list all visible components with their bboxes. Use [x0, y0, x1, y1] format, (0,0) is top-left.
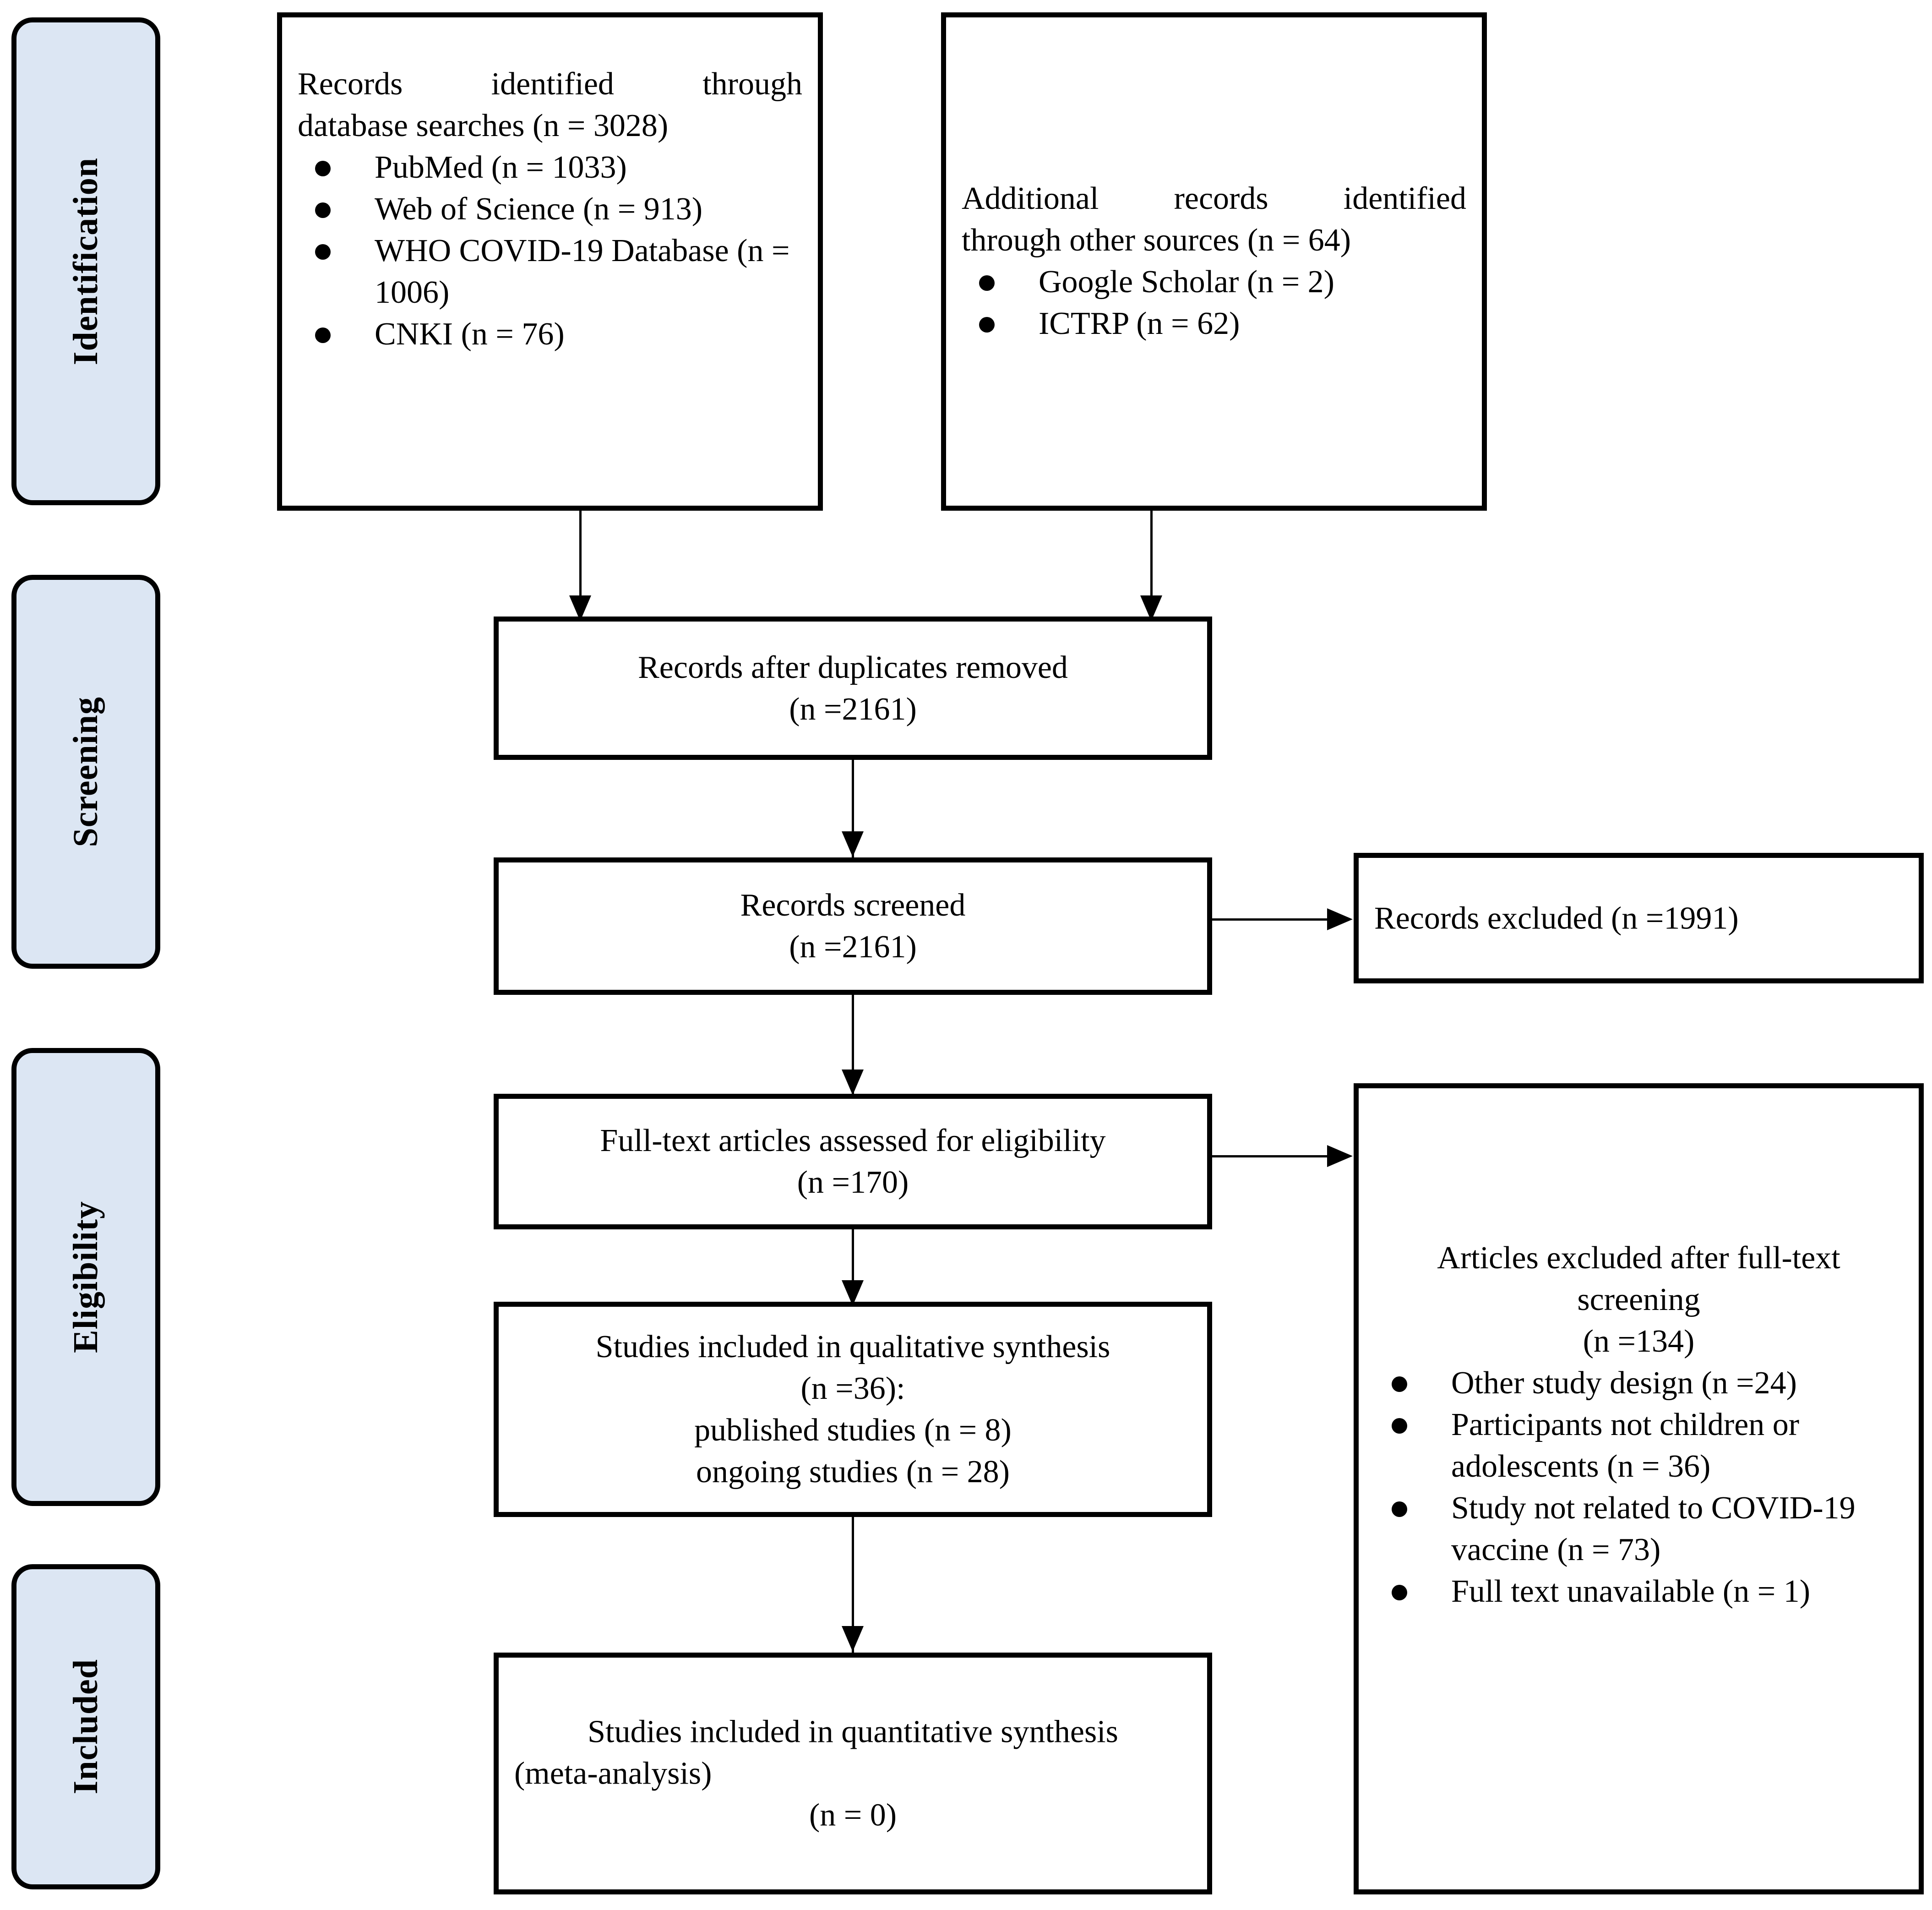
records-excluded-line1: Records excluded (n =1991) [1374, 900, 1739, 936]
stage-label-identification: Identification [11, 17, 160, 505]
qualitative-line3: published studies (n = 8) [694, 1413, 1012, 1448]
qualitative-line2: (n =36): [800, 1371, 905, 1406]
db-heading-line1: Records identified through [298, 66, 802, 102]
arrow-duplicates-to-screened [842, 831, 864, 857]
connector-fulltext-to-articles-excluded [1212, 1155, 1330, 1157]
list-item: Study not related to COVID-19 vaccine (n… [1374, 1487, 1903, 1571]
duplicates-line1: Records after duplicates removed [638, 649, 1068, 685]
arrow-fulltext-to-articles-excluded [1327, 1145, 1353, 1167]
fulltext-line2: (n =170) [797, 1165, 909, 1200]
connector-fulltext-to-qualitative [852, 1229, 854, 1310]
list-item: CNKI (n = 76) [298, 313, 802, 355]
quantitative-line3: (n = 0) [809, 1797, 897, 1833]
connector-duplicates-to-screened [852, 760, 854, 861]
connector-screened-to-excluded [1212, 918, 1330, 921]
db-heading-line2: database searches (n = 3028) [298, 108, 669, 143]
duplicates-line2: (n =2161) [789, 691, 917, 727]
stage-label-eligibility: Eligibility [11, 1048, 160, 1506]
list-item: Other study design (n =24) [1374, 1362, 1903, 1404]
stage-label-included: Included [11, 1564, 160, 1889]
stage-label-screening-text: Screening [66, 696, 105, 847]
arrow-screened-to-excluded [1327, 908, 1353, 930]
box-articles-excluded-after-fulltext: Articles excluded after full-text screen… [1354, 1083, 1924, 1894]
fulltext-line1: Full-text articles assessed for eligibil… [600, 1123, 1106, 1158]
box-quantitative-synthesis: Studies included in quantitative synthes… [494, 1653, 1212, 1894]
box-records-screened: Records screened (n =2161) [494, 857, 1212, 995]
box-additional-records-other-sources: Additional records identified through ot… [941, 12, 1487, 511]
other-heading-line1: Additional records identified [962, 181, 1466, 216]
list-item: Participants not children or adolescents… [1374, 1404, 1903, 1487]
list-item: PubMed (n = 1033) [298, 147, 802, 188]
box-records-excluded: Records excluded (n =1991) [1354, 853, 1924, 983]
articles-excluded-line1: Articles excluded after full-text [1437, 1240, 1840, 1276]
screened-line2: (n =2161) [789, 929, 917, 965]
db-source-list: PubMed (n = 1033) Web of Science (n = 91… [298, 147, 802, 355]
box-records-identified-database: Records identified through database sear… [277, 12, 823, 511]
box-qualitative-synthesis: Studies included in qualitative synthesi… [494, 1302, 1212, 1517]
list-item: Web of Science (n = 913) [298, 188, 802, 230]
list-item: WHO COVID-19 Database (n = 1006) [298, 230, 802, 313]
other-heading-line2: through other sources (n = 64) [962, 223, 1351, 258]
arrow-qualitative-to-quantitative [842, 1626, 864, 1652]
quantitative-line1: Studies included in quantitative synthes… [588, 1714, 1118, 1750]
stage-label-eligibility-text: Eligibility [66, 1201, 105, 1353]
arrow-fulltext-to-qualitative [842, 1280, 864, 1306]
connector-other-to-duplicates [1150, 511, 1153, 628]
screened-line1: Records screened [740, 888, 966, 923]
connector-qualitative-to-quantitative [852, 1517, 854, 1654]
articles-excluded-line3: (n =134) [1583, 1324, 1695, 1359]
other-source-list: Google Scholar (n = 2) ICTRP (n = 62) [962, 261, 1466, 344]
qualitative-line4: ongoing studies (n = 28) [696, 1454, 1010, 1490]
box-fulltext-assessed-eligibility: Full-text articles assessed for eligibil… [494, 1094, 1212, 1229]
stage-label-identification-text: Identification [66, 157, 105, 366]
connector-screened-to-fulltext [852, 995, 854, 1100]
connector-db-to-duplicates [579, 511, 582, 628]
qualitative-line1: Studies included in qualitative synthesi… [595, 1329, 1110, 1364]
box-records-after-duplicates-removed: Records after duplicates removed (n =216… [494, 617, 1212, 760]
arrow-screened-to-fulltext [842, 1070, 864, 1095]
stage-label-included-text: Included [66, 1659, 105, 1795]
quantitative-line2: (meta-analysis) [514, 1756, 712, 1791]
list-item: Google Scholar (n = 2) [962, 261, 1466, 303]
list-item: Full text unavailable (n = 1) [1374, 1571, 1903, 1612]
list-item: ICTRP (n = 62) [962, 303, 1466, 344]
articles-excluded-line2: screening [1577, 1282, 1700, 1317]
articles-excluded-reason-list: Other study design (n =24) Participants … [1374, 1362, 1903, 1612]
stage-label-screening: Screening [11, 575, 160, 969]
